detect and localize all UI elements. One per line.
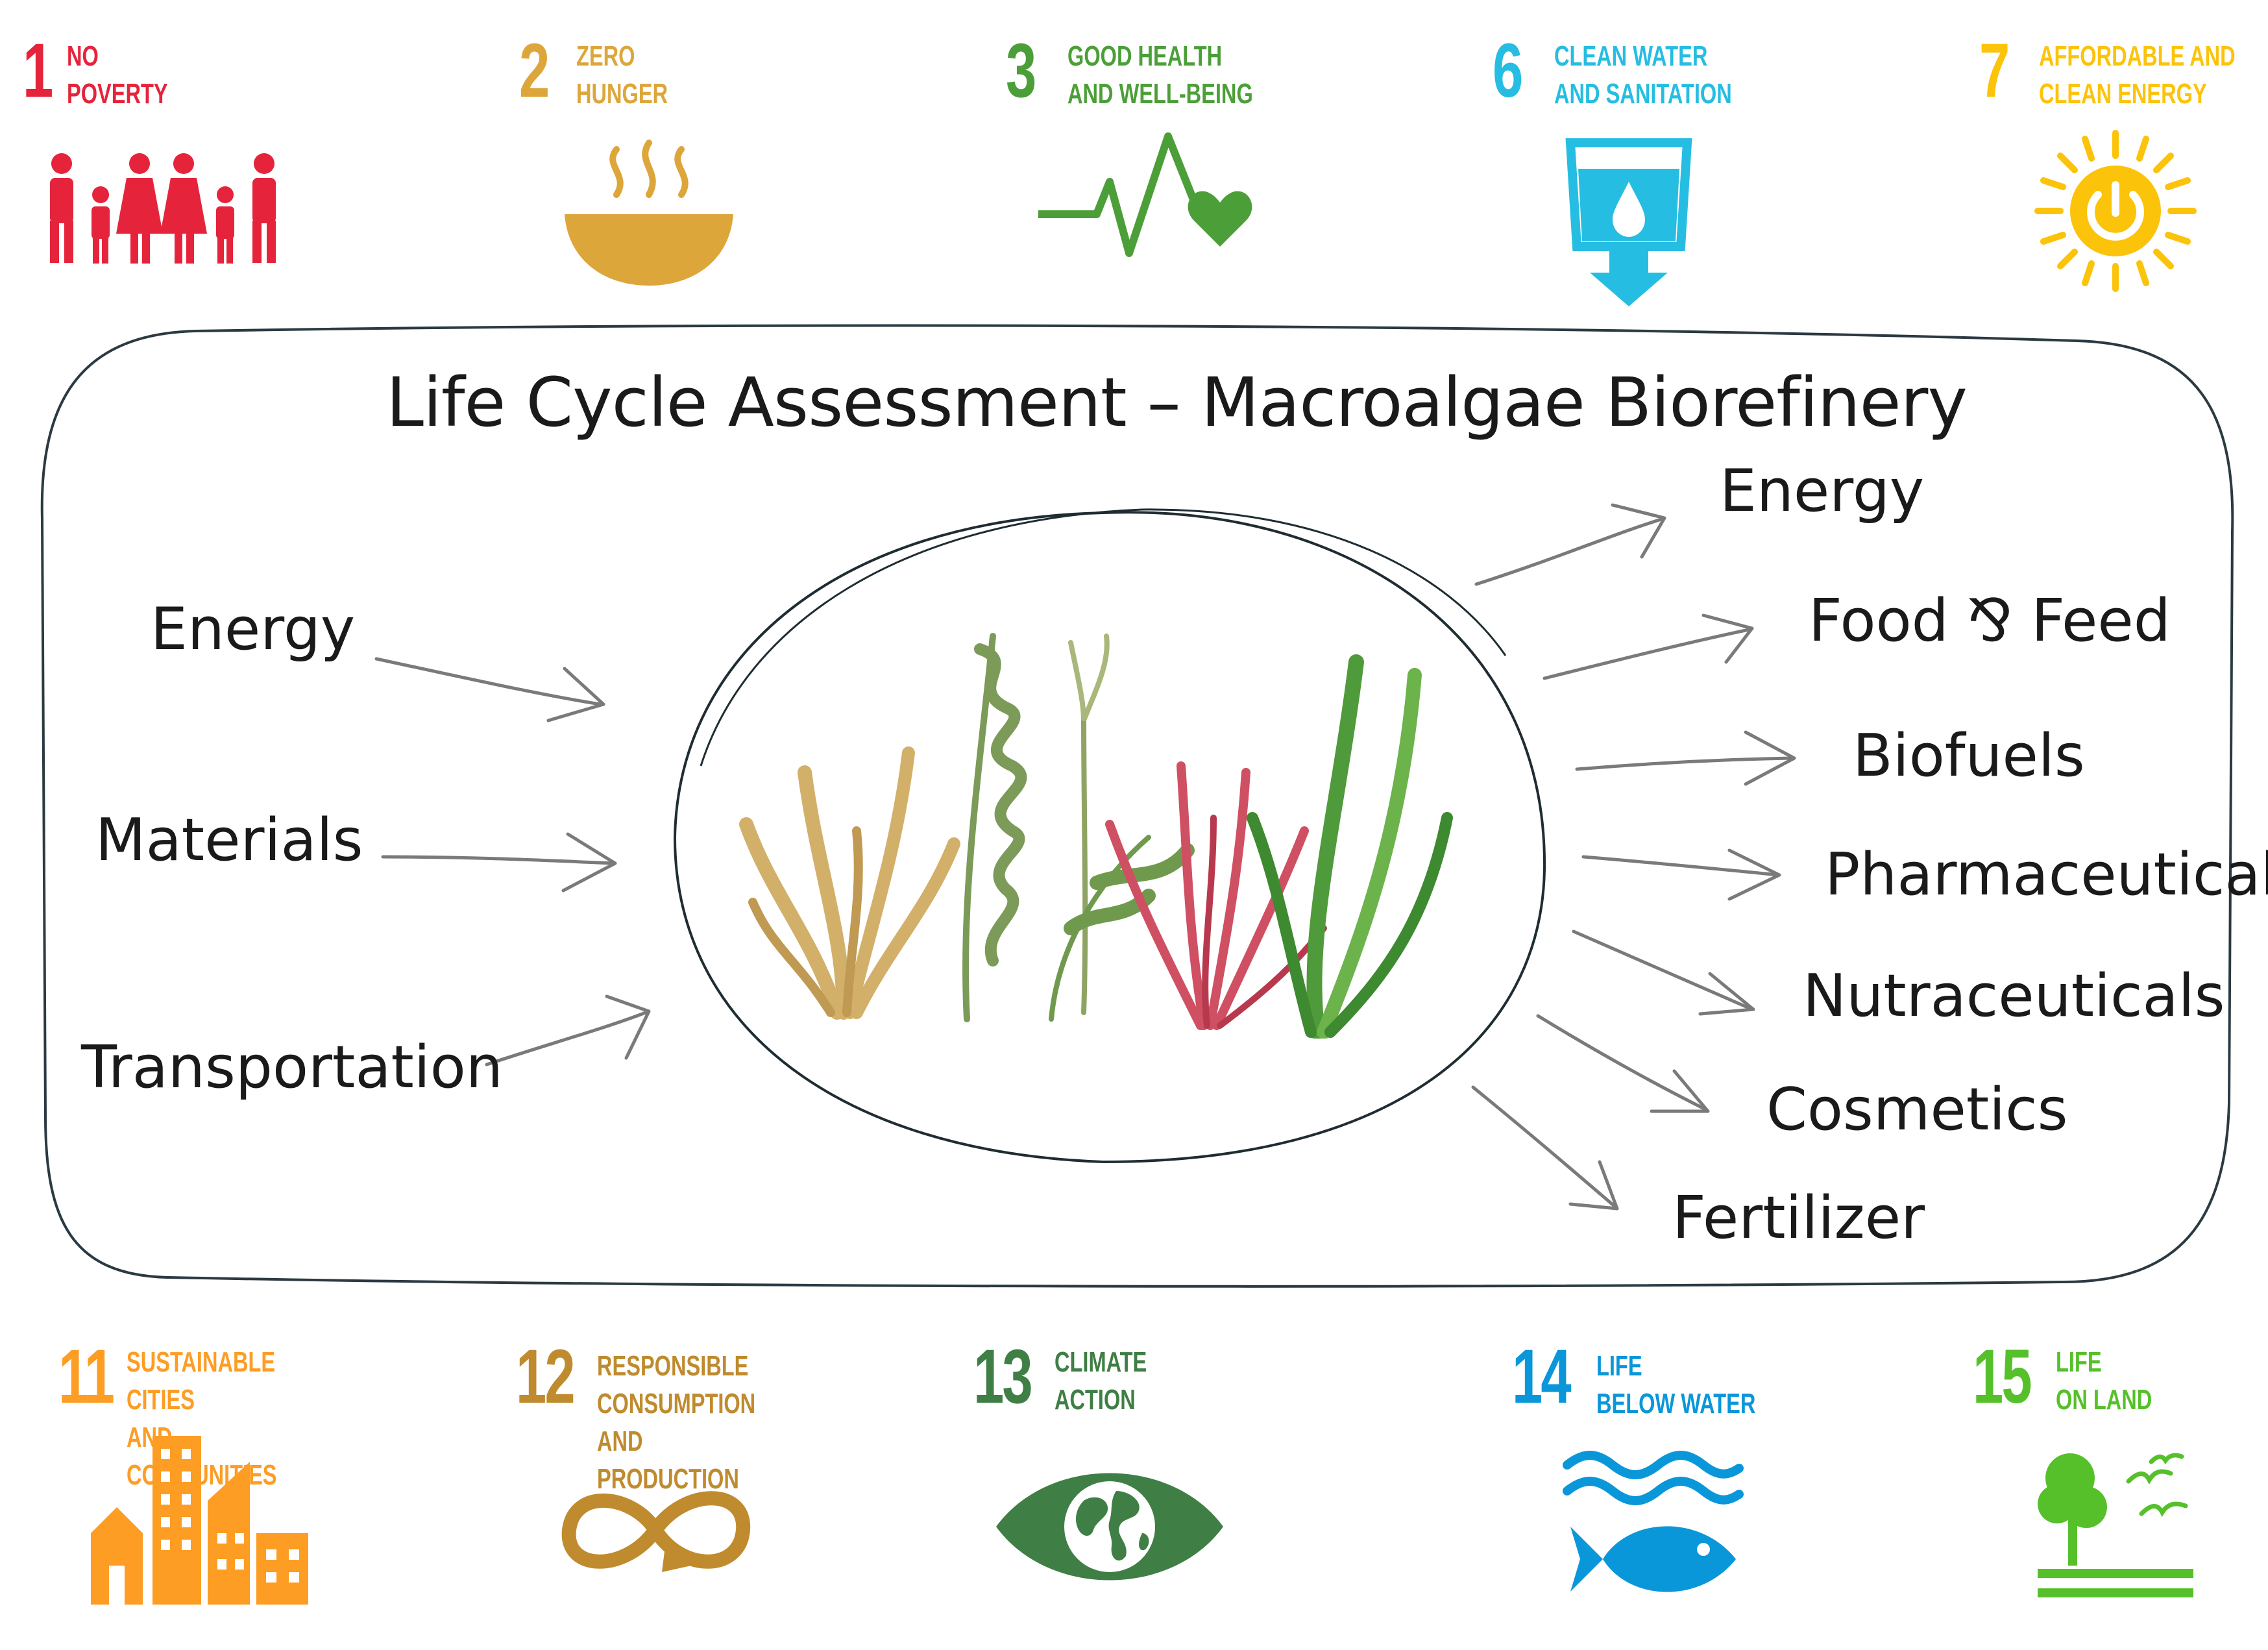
sdg-number: 15 — [1973, 1334, 2032, 1420]
water-glass-icon — [1565, 138, 1692, 306]
sdg-number: 14 — [1512, 1334, 1572, 1420]
output-arrow-energy — [1474, 517, 1663, 586]
output-arrows — [1471, 503, 1796, 1211]
output-arrow-cosmetics — [1536, 1014, 1709, 1112]
input-label-materials: Materials — [95, 806, 363, 874]
city-icon — [91, 1436, 308, 1605]
sdg-3-good-health: 3 GOOD HEALTH AND WELL-BEING — [1006, 32, 1343, 344]
outer-rounded-border — [40, 324, 2234, 1288]
earth-eye-icon — [996, 1473, 1223, 1581]
macroalgae-illustration — [739, 633, 1453, 1039]
output-label-energy: Energy — [1720, 457, 1925, 525]
sdg-2-zero-hunger: 2 ZERO HUNGER — [519, 32, 857, 344]
sdg-label: SUSTAINABLE CITIES AND COMMUNITIES — [127, 1346, 277, 1491]
sdg-label: GOOD HEALTH AND WELL-BEING — [1067, 40, 1253, 110]
input-arrow-energy — [374, 657, 602, 706]
output-arrow-nutraceuticals — [1572, 930, 1754, 1011]
sdg-number: 12 — [516, 1334, 576, 1420]
olive-kelp-tall — [962, 633, 1110, 1022]
fish-icon — [1563, 1451, 1744, 1592]
sdg-number: 3 — [1006, 28, 1036, 114]
output-arrow-nutraceuticals-head — [1698, 972, 1755, 1016]
sdg-label: CLIMATE ACTION — [1055, 1346, 1147, 1416]
bowl-icon — [565, 140, 733, 286]
sdg-13-climate-action: 13 CLIMATE ACTION — [973, 1338, 1311, 1650]
output-arrow-pharmaceuticals — [1581, 855, 1780, 877]
sdg-label: CLEAN WATER AND SANITATION — [1554, 40, 1732, 110]
sdg-number: 6 — [1493, 28, 1523, 114]
sdg-1-no-poverty: 1 NO POVERTY — [23, 32, 360, 344]
diagram-title: Life Cycle Assessment – Macroalgae Biore… — [386, 363, 1968, 442]
sdg-label: RESPONSIBLE CONSUMPTION AND PRODUCTION — [597, 1350, 756, 1495]
heartbeat-icon — [1038, 132, 1252, 257]
sdg-number: 13 — [973, 1334, 1033, 1420]
sdg-label: NO POVERTY — [67, 40, 168, 110]
output-arrow-food-head — [1701, 613, 1754, 664]
green-algae — [1247, 654, 1453, 1039]
output-label-biofuels: Biofuels — [1853, 722, 2085, 790]
sdg-number: 11 — [58, 1334, 115, 1420]
sdg-14-life-below-water: 14 LIFE BELOW WATER — [1512, 1338, 1849, 1650]
sun-power-icon — [2034, 130, 2197, 292]
green-kelp-branch — [1049, 835, 1195, 1022]
family-icon — [50, 153, 276, 264]
input-arrow-transportation — [485, 1011, 648, 1066]
input-label-energy: Energy — [151, 595, 356, 663]
sdg-number: 1 — [23, 28, 53, 114]
output-arrow-energy-head — [1611, 503, 1666, 559]
sdg-label: LIFE ON LAND — [2056, 1346, 2152, 1416]
input-arrows — [374, 657, 651, 1066]
output-label-cosmetics: Cosmetics — [1766, 1076, 2068, 1144]
sdg-15-life-on-land: 15 LIFE ON LAND — [1973, 1338, 2268, 1650]
sdg-label: AFFORDABLE AND CLEAN ENERGY — [2039, 40, 2236, 110]
input-arrow-materials-head — [561, 832, 617, 893]
output-arrow-biofuels-head — [1744, 730, 1796, 786]
input-arrow-energy-head — [546, 667, 605, 722]
output-arrow-fertilizer — [1471, 1085, 1618, 1209]
input-label-transportation: Transportation — [81, 1033, 503, 1102]
sdg-11-sustainable-cities: 11 SUSTAINABLE CITIES AND COMMUNITIES — [58, 1338, 396, 1650]
sdg-label: ZERO HUNGER — [576, 40, 668, 110]
output-label-fertilizer: Fertilizer — [1672, 1184, 1925, 1252]
output-label-food-feed: Food ⅋ Feed — [1809, 587, 2171, 655]
sdg-number: 7 — [1979, 28, 2010, 114]
tree-icon — [2038, 1453, 2193, 1597]
sdg-7-affordable-energy: 7 AFFORDABLE AND CLEAN ENERGY — [1979, 32, 2268, 344]
sdg-6-clean-water: 6 CLEAN WATER AND SANITATION — [1493, 32, 1830, 344]
sdg-number: 2 — [519, 28, 550, 114]
output-label-nutraceuticals: Nutraceuticals — [1803, 962, 2225, 1030]
red-algae — [1105, 761, 1327, 1030]
output-arrow-food — [1542, 628, 1751, 680]
sdg-label: LIFE BELOW WATER — [1596, 1350, 1756, 1420]
infinity-icon — [561, 1491, 751, 1572]
central-circle — [673, 511, 1546, 1164]
output-arrow-fertilizer-head — [1568, 1160, 1619, 1211]
sdg-12-responsible-consumption: 12 RESPONSIBLE CONSUMPTION AND PRODUCTIO… — [516, 1338, 853, 1650]
output-arrow-pharmaceuticals-head — [1727, 848, 1781, 901]
output-arrow-cosmetics-head — [1650, 1069, 1710, 1113]
input-arrow-materials — [381, 855, 615, 865]
brown-kelp — [739, 746, 960, 1020]
input-arrow-transportation-head — [605, 994, 651, 1060]
output-label-pharmaceuticals: Pharmaceuticals — [1825, 841, 2268, 909]
central-circle-echo — [700, 508, 1507, 767]
output-arrow-biofuels — [1575, 756, 1793, 771]
